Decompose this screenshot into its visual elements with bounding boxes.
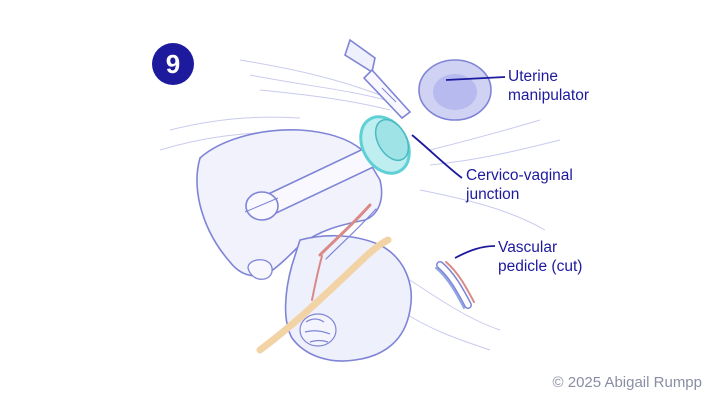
cervical-cup <box>359 115 411 175</box>
copyright-notice: © 2025 Abigail Rumpp <box>552 374 702 391</box>
label-vascular-pedicle: Vascular pedicle (cut) <box>498 238 582 276</box>
leader-cervico <box>411 134 463 179</box>
pelvic-vessels <box>311 203 377 301</box>
tan-band <box>256 236 392 354</box>
label-line: pedicle (cut) <box>498 258 583 275</box>
manipulator-handle <box>344 38 492 121</box>
label-line: Cervico-vaginal <box>466 167 573 184</box>
round-appendage <box>247 259 273 280</box>
lobulated-structure <box>299 313 337 347</box>
leader-lines <box>411 76 506 259</box>
label-line: Vascular <box>498 239 558 256</box>
label-cervico-vaginal-junction: Cervico-vaginal junction <box>466 166 573 204</box>
leader-vascular <box>454 245 496 259</box>
label-line: Uterine <box>508 68 558 85</box>
pelvic-sac <box>284 234 412 362</box>
label-line: manipulator <box>508 87 589 104</box>
leader-uterine <box>445 76 506 81</box>
label-uterine-manipulator: Uterine manipulator <box>508 67 589 105</box>
vascular-pedicle <box>435 261 475 309</box>
label-line: junction <box>466 186 520 203</box>
step-number-badge: 9 <box>152 43 194 85</box>
manipulator-shaft <box>244 140 390 221</box>
tissue-fibers <box>159 59 561 351</box>
